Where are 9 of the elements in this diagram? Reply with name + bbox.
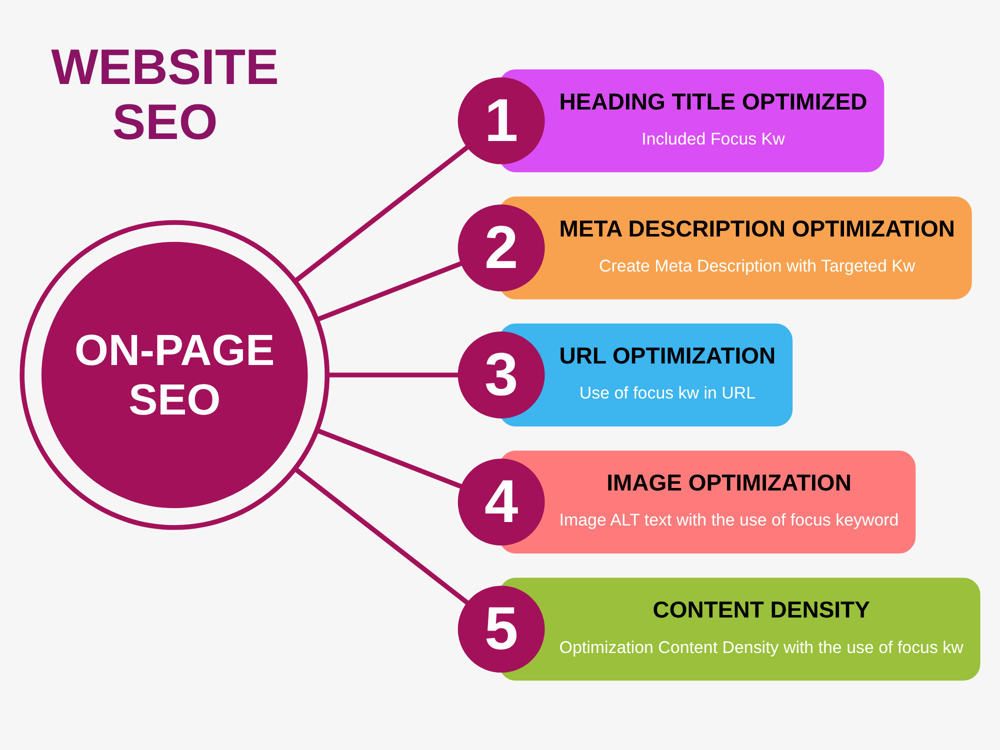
- node-circle: ON-PAGE SEO: [20, 220, 330, 530]
- node-circle: 2: [458, 204, 545, 292]
- connector: [294, 466, 470, 606]
- node-circle: 3: [458, 332, 545, 418]
- node-circle: 5: [458, 586, 545, 673]
- node-circle: 4: [458, 458, 545, 546]
- node-circle: 1: [458, 77, 545, 164]
- connector: [294, 144, 470, 284]
- title: WEBSITE SEO: [50, 40, 280, 150]
